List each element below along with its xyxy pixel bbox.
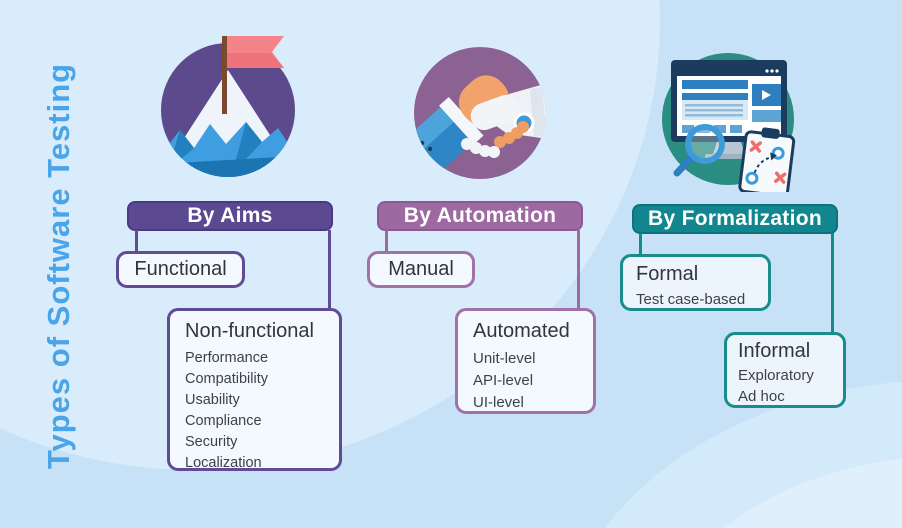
- node-informal: Informal Exploratory Ad hoc: [724, 332, 846, 408]
- node-automated: Automated Unit-level API-level UI-level: [455, 308, 596, 414]
- node-non-functional-title: Non-functional: [185, 320, 314, 342]
- node-manual-title: Manual: [388, 258, 454, 280]
- list-item: UI-level: [473, 394, 524, 411]
- website-testing-icon: [662, 53, 796, 192]
- node-manual: Manual: [367, 251, 475, 288]
- list-item: Usability: [185, 392, 240, 408]
- header-by-formalization: By Formalization: [632, 204, 838, 234]
- mountain-flag-icon: [161, 36, 295, 177]
- list-item: Localization: [185, 455, 262, 471]
- node-formal: Formal Test case-based: [620, 254, 771, 311]
- node-automated-title: Automated: [473, 320, 570, 342]
- node-functional: Functional: [116, 251, 245, 288]
- connector-automation-right: [577, 230, 580, 310]
- list-item: Unit-level: [473, 350, 536, 367]
- list-item: Ad hoc: [738, 388, 785, 405]
- list-item: Security: [185, 434, 238, 450]
- list-item: Performance: [185, 350, 269, 366]
- human-robot-handshake-icon: [414, 47, 546, 179]
- connector-aims-left: [135, 230, 138, 252]
- node-non-functional: Non-functional Performance Compatibility…: [167, 308, 342, 471]
- node-functional-title: Functional: [134, 258, 227, 280]
- list-item: API-level: [473, 372, 534, 389]
- list-item: Exploratory: [738, 367, 814, 384]
- connector-aims-right: [328, 230, 331, 310]
- header-by-automation: By Automation: [377, 201, 583, 231]
- list-item: Test case-based: [636, 291, 746, 308]
- connector-formalization-left: [639, 233, 642, 254]
- node-informal-title: Informal: [738, 340, 811, 362]
- connector-formalization-right: [831, 233, 834, 333]
- page-title: Types of Software Testing: [41, 62, 76, 470]
- node-formal-title: Formal: [636, 263, 699, 285]
- list-item: Compliance: [185, 413, 262, 429]
- list-item: Compatibility: [185, 371, 268, 387]
- header-by-aims: By Aims: [127, 201, 333, 231]
- connector-automation-left: [385, 230, 388, 252]
